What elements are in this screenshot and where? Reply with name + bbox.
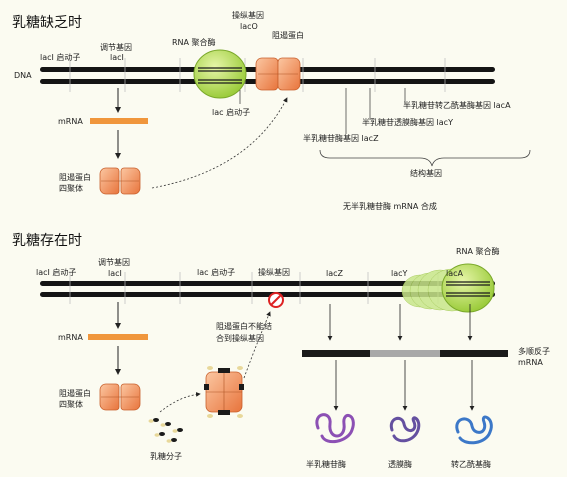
protein-permease (389, 416, 421, 443)
panel1-rnap-label: RNA 聚合酶 (172, 38, 216, 47)
panel2-laci-promoter: lacI 启动子 (36, 268, 77, 277)
panel2-operator: 操纵基因 (258, 268, 290, 277)
panel1-lacz-label: 半乳糖苷酶基因 lacZ (303, 134, 379, 143)
panel2-lactose-label: 乳糖分子 (150, 452, 182, 461)
polycistronic-mrna-bar (302, 350, 508, 357)
panel1-gene-pointers (239, 88, 406, 134)
panel2-enzyme3-label: 转乙酰基酶 (451, 460, 491, 469)
panel2-poly-mrna: 多顺反子 mRNA (518, 347, 550, 367)
panel2-mrna (88, 302, 148, 375)
panel1-mrna-label: mRNA (58, 117, 83, 126)
panel2-reg-gene: 调节基因 (98, 258, 130, 267)
prohibition-icon (268, 292, 284, 308)
panel1-rna-polymerase (193, 49, 247, 99)
panel1-laci: lacI (110, 53, 124, 62)
panel1-laco: lacO (240, 22, 258, 31)
panel2-enzyme1-label: 半乳糖苷酶 (306, 460, 346, 469)
panel1-repressor-label: 阻遏蛋白 (272, 31, 304, 40)
panel2-rna-polymerase (441, 263, 495, 313)
panel2-title: 乳糖存在时 (12, 233, 82, 249)
panel2-lac-promoter: lac 启动子 (197, 268, 236, 277)
panel1-structural-label: 结构基因 (410, 169, 442, 178)
panel2-to-dna-arrow (243, 311, 271, 379)
panel2-repressor-tetramer (99, 383, 141, 411)
panel1-tetramer-label: 阻遏蛋白 四聚体 (59, 173, 91, 193)
panel2-cannot-bind: 阻遏蛋白不能结 合到操纵基因 (216, 322, 272, 343)
protein-transacetylase (455, 415, 493, 445)
protein-galactosidase (315, 413, 355, 444)
panel1-reg-gene: 调节基因 (100, 43, 132, 52)
panel2-laci: lacI (108, 269, 122, 278)
panel2-laca: lacA (446, 269, 463, 278)
translation-arrows (333, 360, 475, 411)
panel2-rnap-label: RNA 聚合酶 (456, 247, 500, 256)
panel1-mrna (90, 88, 148, 159)
lactose-molecules (148, 418, 183, 443)
panel1-lacy-label: 半乳糖苷透膜酶基因 lacY (362, 118, 453, 127)
panel1-dna-label: DNA (14, 71, 32, 80)
panel1-operator: 操纵基因 (232, 11, 264, 20)
panel1-repressor-bound (255, 57, 301, 91)
transcription-arrows (327, 304, 473, 341)
panel2-tetramer-label: 阻遏蛋白 四聚体 (59, 389, 91, 409)
panel1-laca-label: 半乳糖苷转乙酰基酶基因 lacA (403, 101, 511, 110)
panel2-enzyme2-label: 透膜酶 (388, 460, 412, 469)
panel1-structural-brace (319, 149, 531, 167)
panel1-title: 乳糖缺乏时 (12, 15, 82, 31)
panel1-lac-promoter: lac 启动子 (212, 108, 251, 117)
panel2-lacy: lacY (391, 269, 408, 278)
panel1-repressor-tetramer (99, 167, 141, 195)
inactive-repressor-complex (204, 366, 244, 418)
panel1-laci-promoter: lacI 启动子 (40, 53, 81, 62)
panel2-lacz: lacZ (326, 269, 344, 278)
panel2-dna (40, 272, 495, 304)
panel2-binding-arrow (159, 392, 201, 413)
panel1-binding-arrow (151, 97, 288, 189)
panel1-no-synthesis: 无半乳糖苷酶 mRNA 合成 (343, 202, 437, 211)
panel2-mrna-label: mRNA (58, 333, 83, 342)
